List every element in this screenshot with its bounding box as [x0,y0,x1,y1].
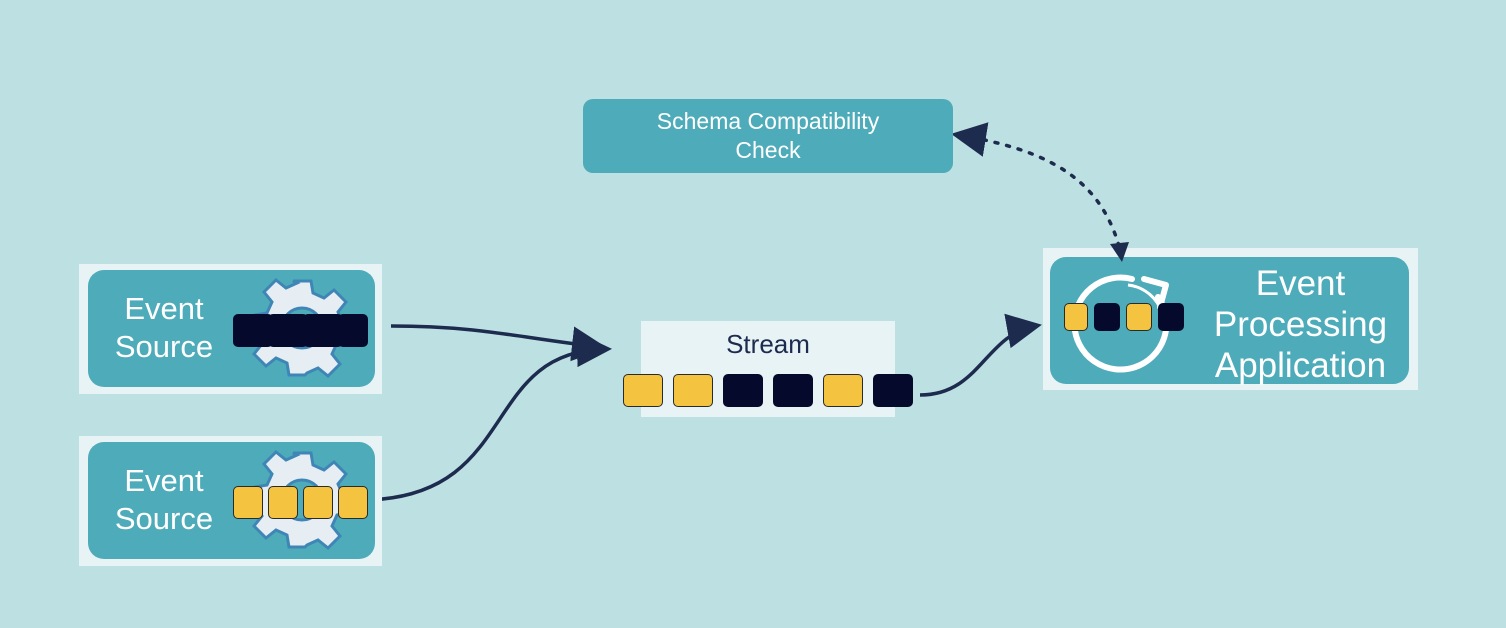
event-source-1-panel: Event Source [88,270,375,387]
app-label-line2: Processing [1213,305,1388,344]
event-square-yellow [233,486,263,519]
event-square-yellow [268,486,298,519]
event-source-1-frame: Event Source [79,264,382,394]
event-processing-application-label: Event Processing Application [1188,263,1413,386]
event-source-1-label: Event Source [88,290,240,366]
app-event-square-yellow [1126,303,1152,331]
event-source-1-label-line2: Source [114,329,214,364]
app-event-square-dark [1158,303,1184,331]
dotted-arrow-app-to-schema [951,122,1124,260]
app-label-line3: Application [1214,346,1387,385]
stream-box: Stream [623,321,913,417]
event-source-1-label-line1: Event [124,291,204,326]
arrow-source2-to-stream [367,332,612,502]
event-square-yellow [303,486,333,519]
event-source-2-label-line1: Event [124,463,204,498]
stream-event-square-dark [773,374,813,407]
event-processing-application-frame: Event Processing Application [1043,248,1418,390]
stream-event-square-yellow [823,374,863,407]
event-source-2-frame: Event Source [79,436,382,566]
schema-label-line1: Schema Compatibility [656,108,880,134]
schema-compatibility-check-box: Schema Compatibility Check [583,99,953,173]
arrowhead-into-app [1110,242,1129,262]
schema-label-line2: Check [735,137,801,163]
stream-event-square-yellow [623,374,663,407]
stream-event-square-dark [873,374,913,407]
app-event-square-dark [1094,303,1120,331]
arrow-source1-to-stream [390,324,607,362]
event-square-yellow [338,486,368,519]
app-event-square-yellow [1064,303,1088,331]
arrow-stream-to-app [919,313,1042,397]
app-label-line1: Event [1255,264,1346,303]
event-processing-application-panel: Event Processing Application [1050,257,1409,385]
stream-event-square-yellow [673,374,713,407]
stream-event-square-dark [723,374,763,407]
event-square-dark [338,314,368,347]
event-source-2-label: Event Source [88,462,240,538]
event-source-2-panel: Event Source [88,442,375,559]
stream-label: Stream [726,329,810,359]
event-source-2-label-line2: Source [114,501,214,536]
